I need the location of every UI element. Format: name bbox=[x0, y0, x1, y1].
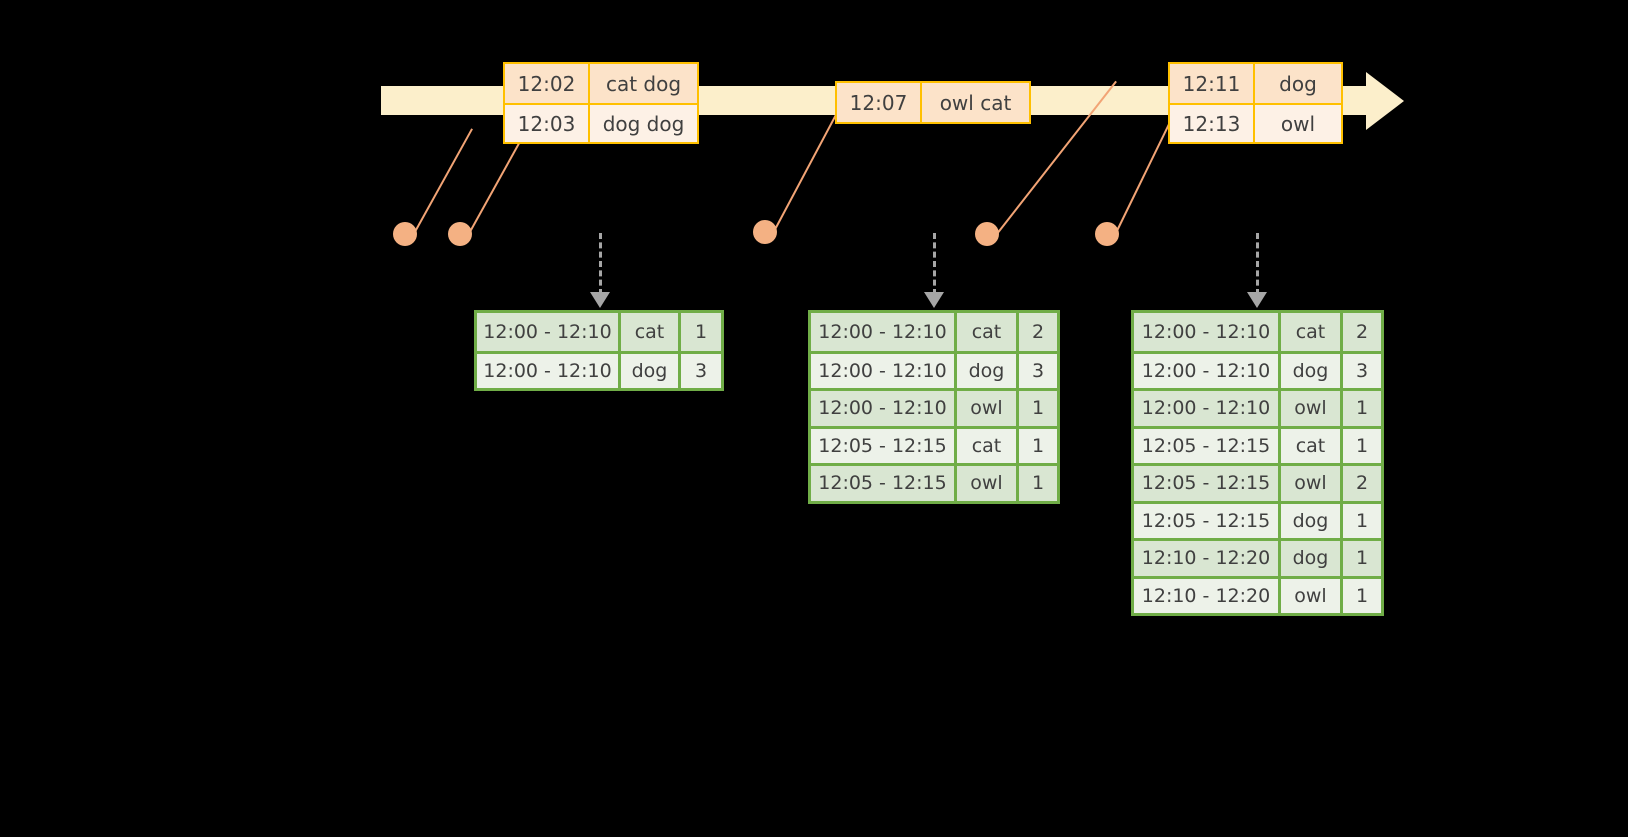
window-cell: 12:00 - 12:10 bbox=[1134, 353, 1281, 388]
event-marker-3 bbox=[753, 220, 777, 244]
count-cell: 1 bbox=[1343, 391, 1381, 426]
window-cell: 12:05 - 12:15 bbox=[1134, 428, 1281, 463]
window-cell: 12:05 - 12:15 bbox=[1134, 466, 1281, 501]
count-cell: 1 bbox=[1343, 428, 1381, 463]
event-time: 12:07 bbox=[837, 83, 922, 122]
window-cell: 12:00 - 12:10 bbox=[1134, 313, 1281, 351]
key-cell: dog bbox=[957, 353, 1019, 388]
key-cell: owl bbox=[1281, 578, 1343, 613]
key-cell: dog bbox=[621, 353, 681, 388]
window-cell: 12:05 - 12:15 bbox=[811, 428, 957, 463]
event-time: 12:11 bbox=[1170, 64, 1255, 103]
flow-arrow-head-3 bbox=[1247, 292, 1267, 308]
count-cell: 1 bbox=[1019, 466, 1057, 501]
event-row: 12:11 dog bbox=[1170, 64, 1341, 103]
event-marker-5 bbox=[1095, 222, 1119, 246]
count-cell: 1 bbox=[681, 313, 721, 351]
event-group-1: 12:02 cat dog 12:03 dog dog bbox=[503, 62, 699, 144]
event-row: 12:03 dog dog bbox=[505, 103, 697, 142]
connector-line-3 bbox=[770, 110, 840, 238]
key-cell: cat bbox=[621, 313, 681, 351]
key-cell: owl bbox=[957, 466, 1019, 501]
key-cell: cat bbox=[1281, 428, 1343, 463]
event-marker-4 bbox=[975, 222, 999, 246]
event-time: 12:03 bbox=[505, 105, 590, 142]
key-cell: cat bbox=[957, 428, 1019, 463]
window-cell: 12:00 - 12:10 bbox=[811, 353, 957, 388]
window-cell: 12:10 - 12:20 bbox=[1134, 541, 1281, 576]
event-marker-2 bbox=[448, 222, 472, 246]
window-cell: 12:00 - 12:10 bbox=[1134, 391, 1281, 426]
key-cell: owl bbox=[1281, 391, 1343, 426]
window-cell: 12:05 - 12:15 bbox=[811, 466, 957, 501]
flow-arrow-line-1 bbox=[599, 233, 602, 295]
count-cell: 1 bbox=[1343, 578, 1381, 613]
window-cell: 12:00 - 12:10 bbox=[477, 313, 621, 351]
flow-arrow-line-3 bbox=[1256, 233, 1259, 295]
key-cell: cat bbox=[957, 313, 1019, 351]
count-cell: 1 bbox=[1019, 428, 1057, 463]
event-row: 12:07 owl cat bbox=[837, 83, 1029, 122]
key-cell: cat bbox=[1281, 313, 1343, 351]
count-cell: 2 bbox=[1019, 313, 1057, 351]
count-cell: 1 bbox=[1019, 391, 1057, 426]
key-cell: dog bbox=[1281, 503, 1343, 538]
event-group-3: 12:11 dog 12:13 owl bbox=[1168, 62, 1343, 144]
event-time: 12:13 bbox=[1170, 105, 1255, 142]
count-cell: 2 bbox=[1343, 313, 1381, 351]
flow-arrow-head-2 bbox=[924, 292, 944, 308]
connector-line-5 bbox=[1112, 119, 1173, 240]
count-cell: 2 bbox=[1343, 466, 1381, 501]
count-cell: 1 bbox=[1343, 503, 1381, 538]
count-cell: 3 bbox=[1019, 353, 1057, 388]
flow-arrow-line-2 bbox=[933, 233, 936, 295]
count-cell: 3 bbox=[681, 353, 721, 388]
event-row: 12:13 owl bbox=[1170, 103, 1341, 142]
event-time: 12:02 bbox=[505, 64, 590, 103]
event-value: dog dog bbox=[590, 105, 697, 142]
key-cell: owl bbox=[957, 391, 1019, 426]
window-cell: 12:00 - 12:10 bbox=[477, 353, 621, 388]
window-cell: 12:00 - 12:10 bbox=[811, 391, 957, 426]
event-value: dog bbox=[1255, 64, 1341, 103]
flow-arrow-head-1 bbox=[590, 292, 610, 308]
event-value: cat dog bbox=[590, 64, 697, 103]
event-row: 12:02 cat dog bbox=[505, 64, 697, 103]
count-cell: 1 bbox=[1343, 541, 1381, 576]
key-cell: dog bbox=[1281, 541, 1343, 576]
key-cell: dog bbox=[1281, 353, 1343, 388]
event-marker-1 bbox=[393, 222, 417, 246]
event-group-2: 12:07 owl cat bbox=[835, 81, 1031, 124]
event-value: owl bbox=[1255, 105, 1341, 142]
key-cell: owl bbox=[1281, 466, 1343, 501]
event-value: owl cat bbox=[922, 83, 1029, 122]
window-cell: 12:05 - 12:15 bbox=[1134, 503, 1281, 538]
connector-line-2 bbox=[465, 128, 528, 240]
timeline-arrowhead-icon bbox=[1366, 72, 1404, 130]
count-cell: 3 bbox=[1343, 353, 1381, 388]
window-cell: 12:10 - 12:20 bbox=[1134, 578, 1281, 613]
window-cell: 12:00 - 12:10 bbox=[811, 313, 957, 351]
